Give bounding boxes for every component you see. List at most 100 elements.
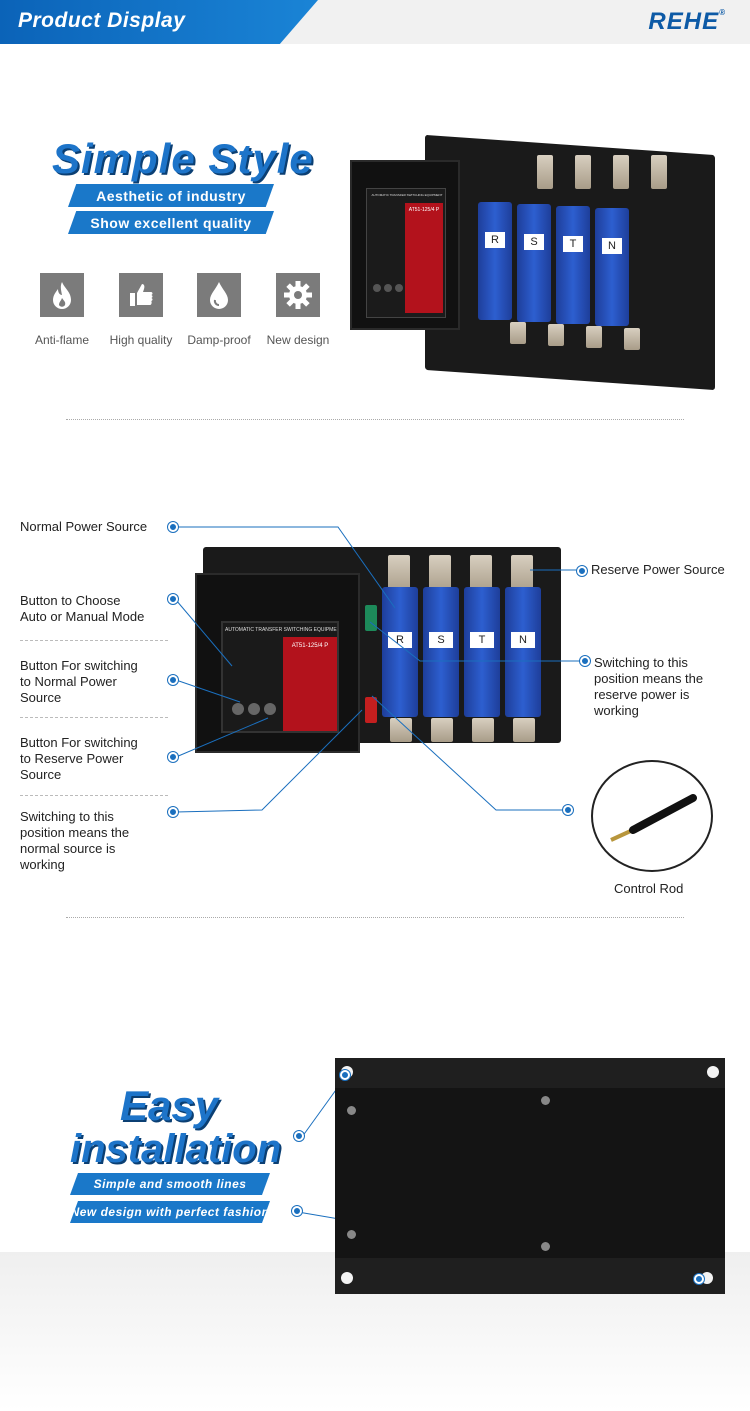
pole-tag: S — [524, 234, 544, 250]
label-line: Button to Choose — [20, 593, 121, 608]
normal-button — [248, 703, 260, 715]
control-rod-icon — [610, 794, 697, 842]
lug — [613, 155, 629, 189]
section1-title: Simple Style — [52, 135, 314, 182]
label-divider — [20, 795, 168, 796]
label-line: to Reserve Power — [20, 751, 124, 766]
product-image-front: AUTOMATIC TRANSFER SWITCHING EQUIPMENT A… — [195, 545, 570, 753]
pole-t: T — [556, 206, 590, 324]
screw — [541, 1096, 550, 1105]
panel-title: AUTOMATIC TRANSFER SWITCHING EQUIPMENT — [371, 193, 443, 197]
label-line: normal source is — [20, 841, 116, 856]
reserve-button — [264, 703, 276, 715]
label-normal-power-source: Normal Power Source — [20, 519, 148, 534]
lug — [548, 324, 564, 346]
product-image-front-angle: AUTOMATIC TRANSFER SWITCHING EQUIPMENT A… — [345, 134, 725, 391]
callout-dot — [292, 1206, 302, 1216]
label-line: reserve power is — [594, 687, 690, 702]
pole-s: S — [423, 587, 459, 717]
brand-logo: REHE® — [648, 8, 726, 36]
label-line: working — [594, 703, 639, 718]
droplet-icon — [197, 273, 241, 317]
section3-ribbon-2: New design with perfect fashion — [70, 1201, 270, 1223]
brand-name: REHE — [648, 8, 720, 35]
label-switch-normal: Button For switching to Normal Power Sou… — [20, 658, 138, 706]
feature-label: Anti-flame — [34, 333, 90, 347]
label-line: to Normal Power — [20, 674, 117, 689]
model-label: AT51-125/4 P — [408, 207, 440, 213]
pole-tag: N — [602, 238, 622, 254]
label-auto-manual: Button to Choose Auto or Manual Mode — [20, 593, 144, 625]
feature-damp-proof: Damp-proof — [181, 273, 257, 347]
label-line: working — [20, 857, 65, 872]
mount-hole — [707, 1066, 719, 1078]
plate-flange-bottom — [335, 1258, 725, 1294]
lug — [586, 326, 602, 348]
flame-icon — [40, 273, 84, 317]
pole-n: N — [595, 208, 629, 326]
lug — [513, 718, 535, 742]
normal-button — [384, 284, 392, 292]
label-line: Button For switching — [20, 735, 138, 750]
pole-s: S — [517, 204, 551, 322]
thumbs-up-icon — [119, 273, 163, 317]
section-divider — [66, 917, 684, 918]
label-line: position means the — [20, 825, 130, 840]
mode-button — [232, 703, 244, 715]
section-divider — [66, 419, 684, 420]
lugs-top — [535, 155, 685, 195]
lug — [537, 155, 553, 189]
model-label: AT51-125/4 P — [291, 643, 329, 649]
lug — [429, 555, 451, 593]
pole-r: R — [478, 202, 512, 320]
label-reserve-working: Switching to this position means the res… — [594, 655, 703, 719]
lug — [390, 718, 412, 742]
mode-button — [373, 284, 381, 292]
label-switch-reserve: Button For switching to Reserve Power So… — [20, 735, 138, 783]
pole-n: N — [505, 587, 541, 717]
screw — [347, 1230, 356, 1239]
control-panel: AUTOMATIC TRANSFER SWITCHING EQUIPMENT A… — [366, 188, 446, 318]
reserve-button — [395, 284, 403, 292]
callout-dot — [168, 522, 178, 532]
pole-tag: N — [511, 632, 535, 648]
lug — [472, 718, 494, 742]
pole-tag: T — [470, 632, 494, 648]
page-title: Product Display — [18, 9, 186, 32]
product-image-back — [335, 1058, 725, 1294]
callout-dot — [577, 566, 587, 576]
label-line: Button For switching — [20, 658, 138, 673]
label-divider — [20, 640, 168, 641]
feature-label: High quality — [109, 333, 173, 347]
gear-icon — [276, 273, 320, 317]
screw — [347, 1106, 356, 1115]
lug — [651, 155, 667, 189]
control-panel: AUTOMATIC TRANSFER SWITCHING EQUIPMENT A… — [221, 621, 339, 733]
label-line: Switching to this — [594, 655, 688, 670]
pole-t: T — [464, 587, 500, 717]
lug — [575, 155, 591, 189]
callout-dot — [563, 805, 573, 815]
label-normal-working: Switching to this position means the nor… — [20, 809, 129, 873]
pole-tag: R — [388, 632, 412, 648]
callout-dot — [168, 594, 178, 604]
lug — [510, 322, 526, 344]
label-divider — [20, 717, 168, 718]
feature-anti-flame: Anti-flame — [24, 273, 100, 347]
lug — [431, 718, 453, 742]
controller-unit: AUTOMATIC TRANSFER SWITCHING EQUIPMENT A… — [195, 573, 360, 753]
pole-tag: R — [485, 232, 505, 248]
label-line: Source — [20, 690, 62, 705]
callout-dot — [694, 1274, 704, 1284]
label-line: Switching to this — [20, 809, 114, 824]
lug — [624, 328, 640, 350]
feature-label: New design — [266, 333, 330, 347]
feature-high-quality: High quality — [103, 273, 179, 347]
label-control-rod: Control Rod — [614, 881, 684, 896]
callout-dot — [168, 807, 178, 817]
callout-dot — [580, 656, 590, 666]
lug — [511, 555, 533, 593]
callout-dot — [168, 675, 178, 685]
pole-tag: S — [429, 632, 453, 648]
